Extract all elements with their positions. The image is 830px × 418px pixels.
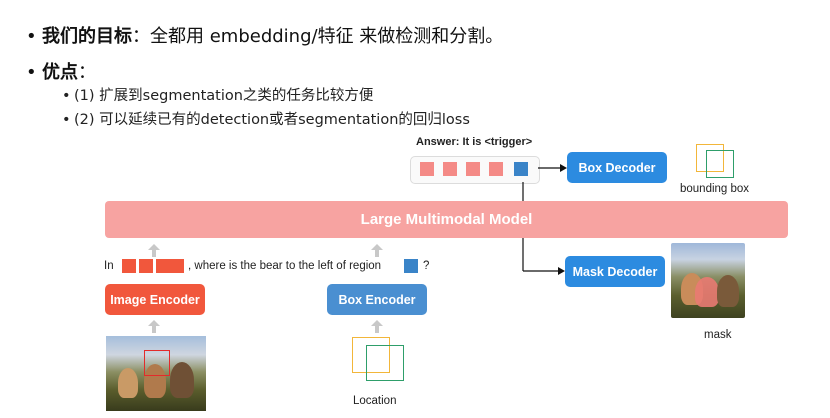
sub-bullet-1-text: (1) 扩展到segmentation之类的任务比较方便: [74, 88, 374, 104]
location-box-icon-green: [366, 345, 404, 381]
mask-label: mask: [704, 329, 732, 341]
bullet-dot: •: [26, 62, 37, 83]
region-box: [144, 350, 170, 376]
prompt-suffix: ?: [423, 260, 430, 272]
sub-bullet-dot: •: [62, 112, 71, 128]
bear-shape: [118, 368, 138, 398]
bear-shape: [144, 364, 166, 398]
prompt-prefix: In: [104, 260, 114, 272]
answer-token: [489, 162, 503, 176]
prompt-middle: , where is the bear to the left of regio…: [188, 260, 382, 272]
advantages-heading: 优点: [42, 62, 78, 83]
image-encoder: Image Encoder: [105, 284, 205, 315]
mask-image: [671, 243, 745, 318]
location-box-icon-orange: [352, 337, 390, 373]
goal-heading: 我们的目标: [42, 26, 132, 47]
up-arrow-icon: [148, 244, 160, 250]
bounding-box-icon-green: [706, 150, 734, 178]
arrow-stem: [152, 250, 156, 257]
up-arrow-icon: [371, 320, 383, 326]
region-token: [404, 259, 418, 273]
answer-label: Answer: It is <trigger>: [416, 136, 533, 148]
answer-token: [466, 162, 480, 176]
image-token: [156, 259, 170, 273]
arrow-stem: [375, 250, 379, 257]
sub-bullet-1: •(1) 扩展到segmentation之类的任务比较方便: [62, 84, 373, 105]
answer-token: [420, 162, 434, 176]
answer-token: [443, 162, 457, 176]
bullet-goal: •我们的目标：全都用 embedding/特征 来做检测和分割。: [26, 22, 503, 48]
bullet-dot: •: [26, 26, 37, 47]
bear-shape: [717, 275, 739, 307]
mask-decoder: Mask Decoder: [565, 256, 665, 287]
trigger-token: [514, 162, 528, 176]
bullet-advantages: •优点：: [26, 58, 96, 84]
bounding-box-label: bounding box: [680, 183, 750, 195]
sub-bullet-dot: •: [62, 88, 71, 104]
arrow-stem: [375, 326, 379, 333]
image-token: [170, 259, 184, 273]
up-arrow-icon: [148, 320, 160, 326]
goal-text: ：全都用 embedding/特征 来做检测和分割。: [132, 26, 504, 47]
input-image: [106, 336, 206, 411]
bear-shape: [170, 362, 194, 398]
sub-bullet-2: •(2) 可以延续已有的detection或者segmentation的回归lo…: [62, 108, 470, 129]
arrow-stem: [152, 326, 156, 333]
image-token: [139, 259, 153, 273]
location-label: Location: [353, 395, 397, 407]
box-encoder: Box Encoder: [327, 284, 427, 315]
large-multimodal-model: Large Multimodal Model: [105, 201, 788, 238]
bounding-box-icon-orange: [696, 144, 724, 172]
advantages-colon: ：: [78, 62, 96, 83]
box-decoder: Box Decoder: [567, 152, 667, 183]
sub-bullet-2-text: (2) 可以延续已有的detection或者segmentation的回归los…: [74, 112, 470, 128]
up-arrow-icon: [371, 244, 383, 250]
mask-overlay: [695, 277, 719, 307]
image-token: [122, 259, 136, 273]
